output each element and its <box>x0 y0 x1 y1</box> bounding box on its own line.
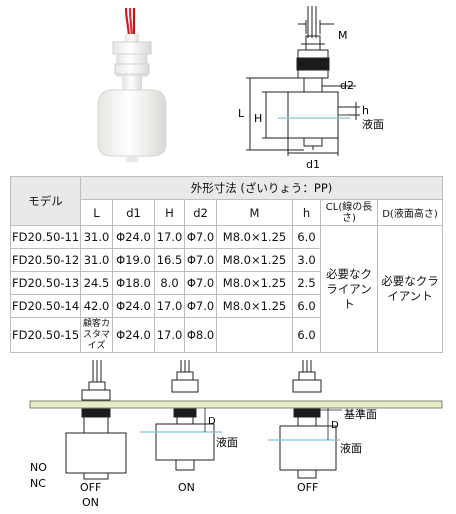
label-switch1-top: OFF <box>80 481 101 494</box>
cell-h: 3.0 <box>292 248 321 272</box>
cell-d-value: 必要なクライアント <box>377 225 443 353</box>
cell-d1: Φ24.0 <box>112 294 155 318</box>
label-L: L <box>238 107 245 120</box>
col-M: M <box>216 199 293 226</box>
label-liquid-2: 液面 <box>340 441 362 455</box>
label-liquid-1: 液面 <box>216 435 238 449</box>
col-L: L <box>80 199 113 226</box>
cell-M: M8.0×1.25 <box>216 248 293 272</box>
mounting-plate <box>29 400 443 409</box>
cell-M: M8.0×1.25 <box>216 294 293 318</box>
cell-d2: Φ7.0 <box>184 294 217 318</box>
cell-L: 24.5 <box>80 271 113 295</box>
cell-d1: Φ24.0 <box>112 225 155 249</box>
cell-L: 31.0 <box>80 248 113 272</box>
label-d2: d2 <box>340 79 354 92</box>
label-base: 基準面 <box>344 407 377 421</box>
cell-d2: Φ7.0 <box>184 225 217 249</box>
cell-model: FD20.50-15 <box>10 317 81 353</box>
cell-h: 6.0 <box>292 225 321 249</box>
label-d1: d1 <box>306 158 320 171</box>
product-photo <box>97 7 167 162</box>
cell-d2: Φ8.0 <box>184 317 217 353</box>
col-cl: CL(線の長さ) <box>320 199 378 226</box>
cell-h: 6.0 <box>292 317 321 353</box>
cell-d1: Φ18.0 <box>112 271 155 295</box>
cell-model: FD20.50-12 <box>10 248 81 272</box>
cell-H: 16.5 <box>154 248 185 272</box>
cell-L: 顧客カスタマイズ <box>80 317 113 353</box>
cell-d2: Φ7.0 <box>184 271 217 295</box>
table-row: FD20.50-13 24.5 Φ18.0 8.0 Φ7.0 M8.0×1.25… <box>10 271 443 295</box>
col-D: D(液面高さ) <box>377 199 443 226</box>
label-switch1-bot: ON <box>82 496 99 509</box>
cell-M: M8.0×1.25 <box>216 225 293 249</box>
label-D-1: D <box>208 416 216 427</box>
label-NC: NC <box>30 477 46 490</box>
cell-H: 8.0 <box>154 271 185 295</box>
cell-h: 6.0 <box>292 294 321 318</box>
table-row: FD20.50-14 42.0 Φ24.0 17.0 Φ7.0 M8.0×1.2… <box>10 294 443 318</box>
cell-H: 17.0 <box>154 225 185 249</box>
label-liquid: 液面 <box>362 117 384 131</box>
label-NO: NO <box>30 461 47 474</box>
col-d1: d1 <box>112 199 155 226</box>
cell-H: 17.0 <box>154 317 185 353</box>
label-switch3: OFF <box>297 481 318 494</box>
label-switch2: ON <box>178 481 195 494</box>
installation-diagram: 基準面 液面 液面 D D NO NC OFF ON ON OFF <box>29 360 443 509</box>
cell-h: 2.5 <box>292 271 321 295</box>
cell-M: M8.0×1.25 <box>216 271 293 295</box>
cell-L: 31.0 <box>80 225 113 249</box>
model-header: モデル <box>10 176 81 226</box>
cell-model: FD20.50-11 <box>10 225 81 249</box>
col-h: h <box>292 199 321 226</box>
cell-d2: Φ7.0 <box>184 248 217 272</box>
cell-d1: Φ24.0 <box>112 317 155 353</box>
dimension-drawing: M d2 h 液面 L H d1 <box>238 6 384 171</box>
label-h: h <box>362 104 369 117</box>
cell-d1: Φ19.0 <box>112 248 155 272</box>
cell-cl-value: 必要なクライアント <box>320 225 378 353</box>
cell-model: FD20.50-14 <box>10 294 81 318</box>
table-row: FD20.50-11 31.0 Φ24.0 17.0 Φ7.0 M8.0×1.2… <box>10 225 443 353</box>
label-D-2: D <box>331 420 339 431</box>
col-d2: d2 <box>184 199 217 226</box>
cell-L: 42.0 <box>80 294 113 318</box>
label-M: M <box>338 29 348 42</box>
cell-M <box>216 317 293 353</box>
col-H: H <box>154 199 185 226</box>
cell-model: FD20.50-13 <box>10 271 81 295</box>
cell-H: 17.0 <box>154 294 185 318</box>
dims-header: 外形寸法 (ざいりょう：PP) <box>80 176 443 200</box>
table-row: FD20.50-15 顧客カスタマイズ Φ24.0 17.0 Φ8.0 6.0 <box>10 317 443 353</box>
label-H: H <box>254 112 262 125</box>
spec-table: モデル 外形寸法 (ざいりょう：PP) L d1 H d2 M h CL(線の長… <box>10 176 443 353</box>
